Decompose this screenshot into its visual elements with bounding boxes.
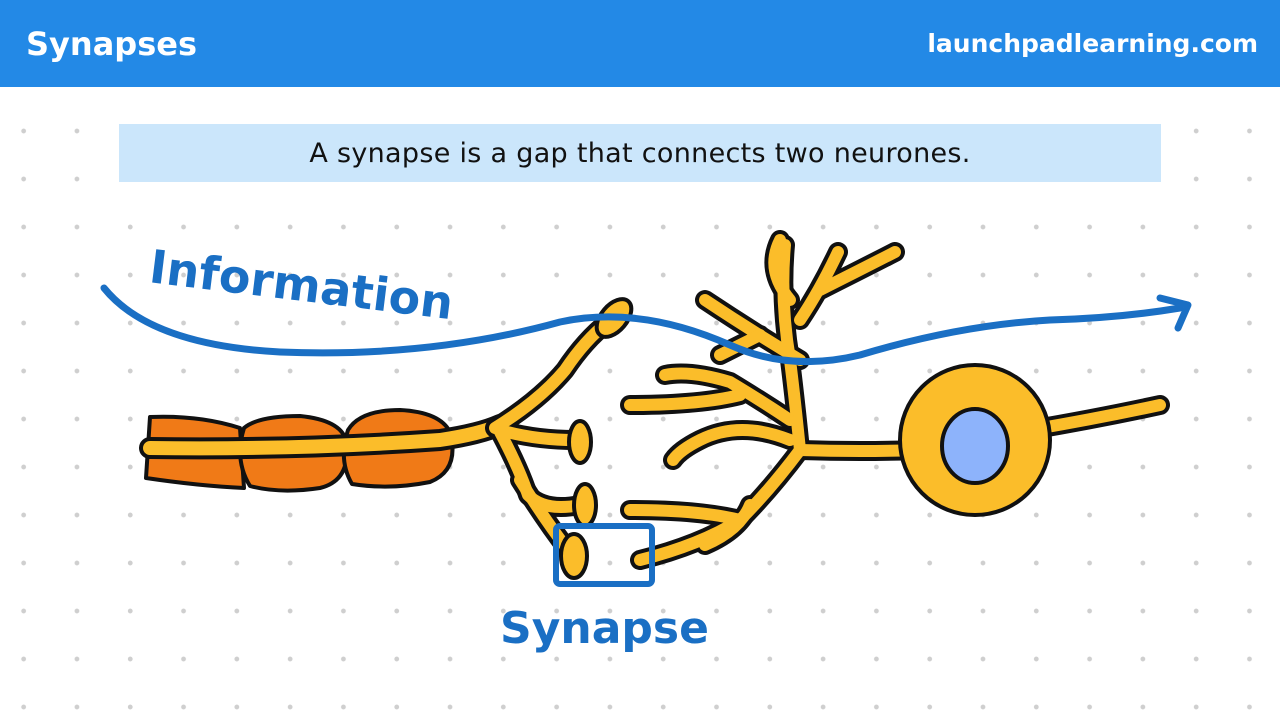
- axon: [139, 414, 511, 460]
- myelin-sheath: [144, 408, 455, 493]
- page-title: Synapses: [26, 25, 197, 63]
- caption-box: A synapse is a gap that connects two neu…: [119, 124, 1161, 182]
- terminal-bulb: [559, 532, 589, 580]
- information-arrow-icon: [100, 284, 1192, 366]
- terminal-bulbs: [559, 297, 634, 580]
- presynaptic-neuron: [139, 297, 634, 580]
- synapse-marker-icon: [553, 523, 655, 587]
- postsynaptic-neuron: [620, 230, 1170, 570]
- site-url: launchpadlearning.com: [927, 29, 1258, 58]
- caption-text: A synapse is a gap that connects two neu…: [309, 137, 971, 169]
- terminal-bulb: [567, 419, 593, 465]
- terminal-bulb: [572, 482, 598, 528]
- information-label: Information: [147, 239, 457, 330]
- nucleus: [940, 407, 1010, 485]
- dendrites: [620, 230, 930, 570]
- synapse-label: Synapse: [500, 603, 709, 654]
- header-bar: Synapses launchpadlearning.com: [0, 0, 1280, 87]
